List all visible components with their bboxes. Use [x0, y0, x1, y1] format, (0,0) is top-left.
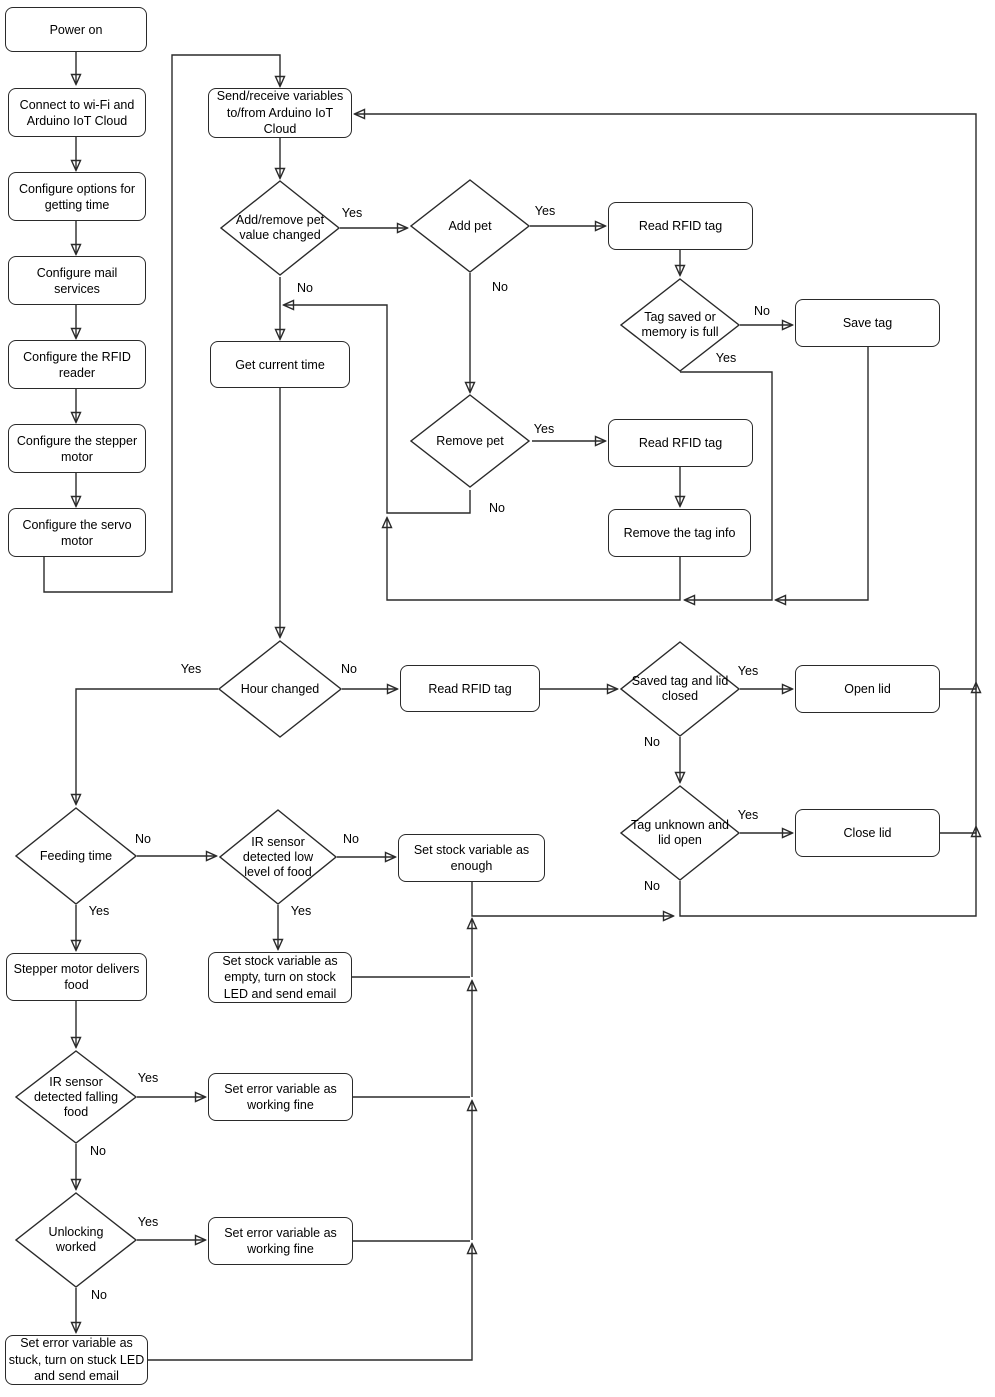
decision-remove-pet: Remove pet — [410, 394, 530, 488]
decision-label: Remove pet — [436, 433, 504, 448]
diamond-shape — [220, 180, 340, 276]
diamond-shape — [218, 640, 342, 738]
node-read-rfid-tag-1: Read RFID tag — [608, 202, 753, 250]
edge-label-tagunknown-no: No — [644, 879, 660, 893]
edge-label-savedtag-no: No — [644, 735, 660, 749]
decision-add-pet: Add pet — [410, 179, 530, 273]
node-error-working-fine-1: Set error variable as working fine — [208, 1073, 353, 1121]
edge-label-tagsaved-yes: Yes — [715, 351, 737, 365]
edge-label-addpet-yes: Yes — [534, 204, 556, 218]
node-configure-time: Configure options for getting time — [8, 172, 146, 221]
diamond-shape — [620, 641, 740, 737]
node-error-working-fine-2: Set error variable as working fine — [208, 1217, 353, 1265]
node-error-stuck: Set error variable as stuck, turn on stu… — [5, 1335, 148, 1385]
edge-label-unlocking-yes: Yes — [137, 1215, 159, 1229]
diamond-shape — [219, 809, 337, 905]
node-stock-empty: Set stock variable as empty, turn on sto… — [208, 952, 352, 1003]
node-get-current-time: Get current time — [210, 341, 350, 388]
decision-tag-unknown-lid-open: Tag unknown and lid open — [620, 785, 740, 881]
decision-ir-falling-food: IR sensor detected falling food — [15, 1050, 137, 1144]
edge-label-irlow-no: No — [343, 832, 359, 846]
decision-label: Feeding time — [39, 848, 113, 863]
diamond-shape — [15, 1050, 137, 1144]
decision-label: Saved tag and lid closed — [631, 674, 729, 703]
diamond-shape — [410, 394, 530, 488]
diamond-shape — [15, 807, 137, 905]
edge-label-addremove-yes: Yes — [341, 206, 363, 220]
edge-label-irfalling-yes: Yes — [137, 1071, 159, 1085]
node-stepper-delivers-food: Stepper motor delivers food — [6, 953, 147, 1001]
edge-label-feeding-yes: Yes — [88, 904, 110, 918]
decision-hour-changed: Hour changed — [218, 640, 342, 738]
edge-label-irfalling-no: No — [90, 1144, 106, 1158]
decision-label: Tag saved or memory is full — [641, 310, 719, 339]
edge-label-hour-no: No — [341, 662, 357, 676]
node-configure-rfid: Configure the RFID reader — [8, 340, 146, 389]
edge-label-feeding-no: No — [135, 832, 151, 846]
decision-label: IR sensor detected falling food — [33, 1074, 119, 1119]
decision-unlocking-worked: Unlocking worked — [15, 1192, 137, 1288]
diamond-shape — [15, 1192, 137, 1288]
diamond-shape — [620, 278, 740, 372]
edge-label-tagsaved-no: No — [754, 304, 770, 318]
edge-label-addremove-no: No — [297, 281, 313, 295]
decision-label: Add pet — [448, 218, 492, 233]
node-save-tag: Save tag — [795, 299, 940, 347]
diamond-shape — [620, 785, 740, 881]
node-read-rfid-tag-2: Read RFID tag — [608, 419, 753, 467]
node-close-lid: Close lid — [795, 809, 940, 857]
decision-ir-low-food: IR sensor detected low level of food — [219, 809, 337, 905]
diamond-shape — [410, 179, 530, 273]
node-stock-enough: Set stock variable as enough — [398, 834, 545, 882]
decision-feeding-time: Feeding time — [15, 807, 137, 905]
edge-label-removepet-no: No — [489, 501, 505, 515]
edge-label-removepet-yes: Yes — [533, 422, 555, 436]
edge-label-irlow-yes: Yes — [290, 904, 312, 918]
edge-label-tagunknown-yes: Yes — [737, 808, 759, 822]
node-read-rfid-tag-3: Read RFID tag — [400, 665, 540, 712]
node-remove-tag-info: Remove the tag info — [608, 509, 751, 557]
decision-label: IR sensor detected low level of food — [242, 834, 314, 879]
node-send-receive-cloud: Send/receive variables to/from Arduino I… — [208, 88, 352, 138]
node-connect-wifi: Connect to wi-Fi and Arduino IoT Cloud — [8, 88, 146, 137]
decision-label: Unlocking worked — [48, 1225, 104, 1254]
decision-label: Add/remove pet value changed — [235, 213, 325, 242]
decision-label: Hour changed — [240, 681, 320, 696]
node-configure-servo: Configure the servo motor — [8, 508, 146, 557]
node-open-lid: Open lid — [795, 665, 940, 713]
edge-label-hour-yes: Yes — [180, 662, 202, 676]
decision-add-remove-pet: Add/remove pet value changed — [220, 180, 340, 276]
edge-label-unlocking-no: No — [91, 1288, 107, 1302]
decision-tag-saved: Tag saved or memory is full — [620, 278, 740, 372]
node-configure-stepper: Configure the stepper motor — [8, 424, 146, 473]
decision-saved-tag-lid-closed: Saved tag and lid closed — [620, 641, 740, 737]
decision-label: Tag unknown and lid open — [631, 818, 729, 847]
edge-label-savedtag-yes: Yes — [737, 664, 759, 678]
node-power-on: Power on — [5, 7, 147, 52]
node-configure-mail: Configure mail services — [8, 256, 146, 305]
edge-label-addpet-no: No — [492, 280, 508, 294]
